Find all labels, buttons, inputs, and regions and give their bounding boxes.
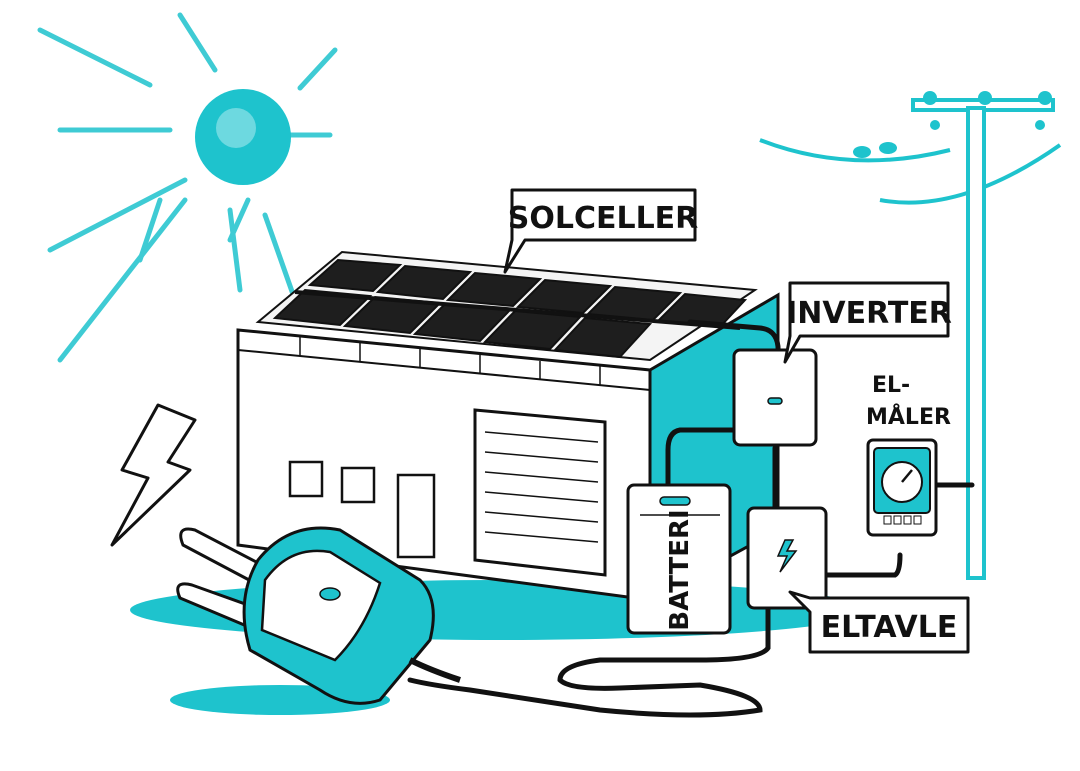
label-batteri: BATTERI [665, 509, 695, 630]
label-elmaler-line2: MÅLER [866, 404, 951, 430]
garage-door [473, 408, 607, 577]
label-elmaler: EL- MÅLER [866, 373, 951, 430]
inverter [732, 348, 818, 447]
battery [626, 483, 732, 635]
cables [407, 319, 975, 718]
plug-icon [176, 526, 461, 705]
label-inverter: INVERTER [783, 281, 952, 364]
bird-icon [853, 142, 897, 158]
lightning-bolt-icon [110, 403, 197, 547]
label-eltavle: ELTAVLE [788, 590, 970, 654]
panel-board [746, 506, 828, 610]
label-inverter-text: INVERTER [786, 296, 952, 331]
label-solceller: SOLCELLER [503, 188, 699, 274]
label-solceller-text: SOLCELLER [508, 201, 699, 236]
solar-panels [255, 250, 758, 362]
utility-pole-icon [759, 91, 1062, 580]
label-elmaler-line1: EL- [872, 373, 910, 398]
label-batteri-text: BATTERI [665, 509, 695, 630]
label-eltavle-text: ELTAVLE [821, 610, 958, 645]
sun-icon [37, 12, 338, 363]
electric-meter [866, 438, 938, 537]
gauge-icon [881, 461, 923, 503]
